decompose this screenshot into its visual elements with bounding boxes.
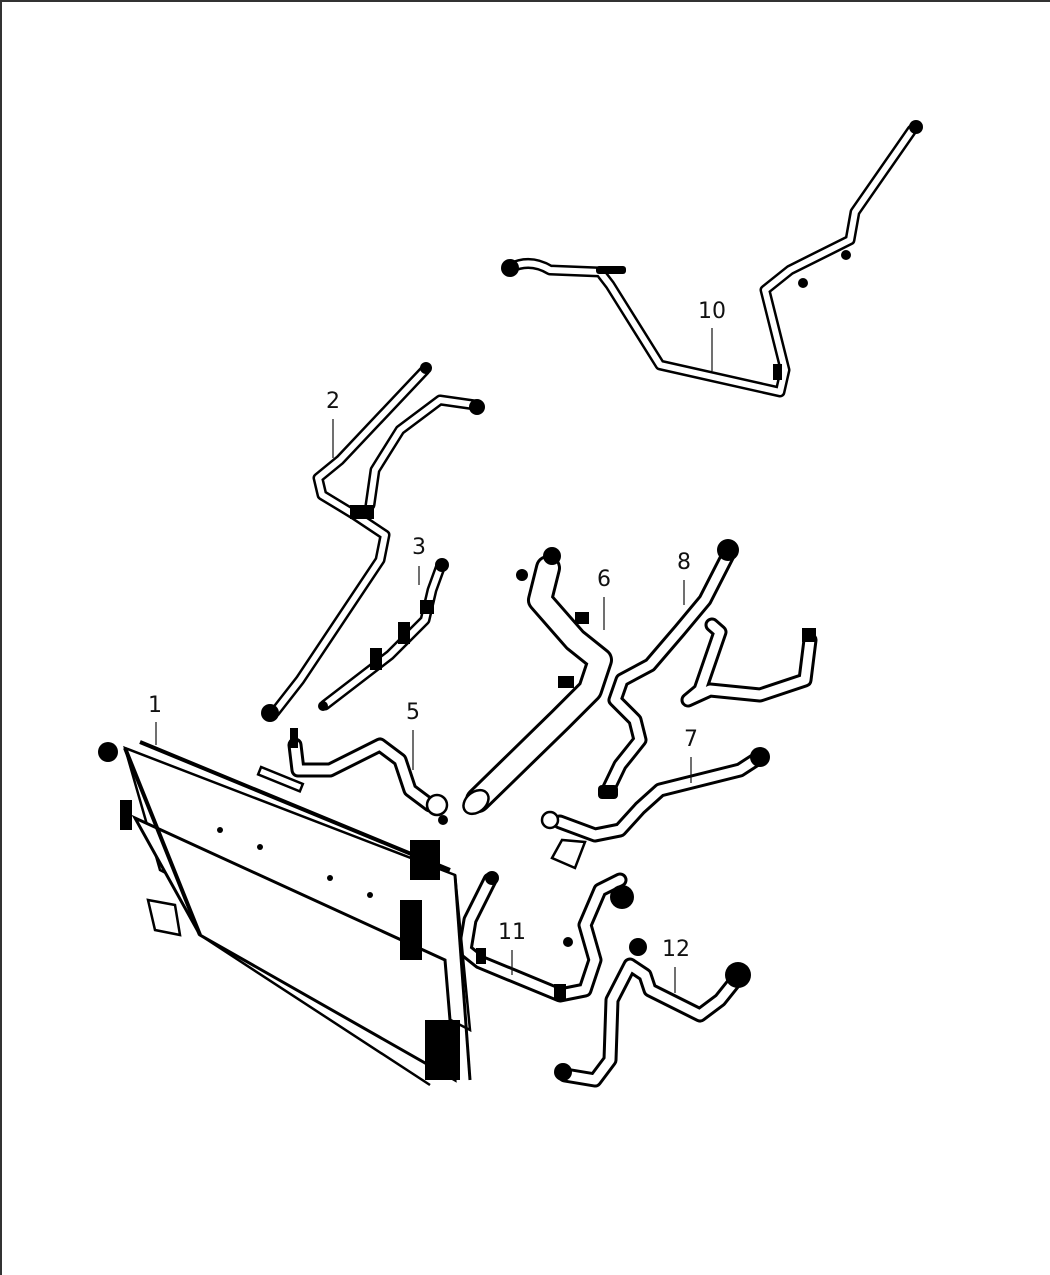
part-6-radiator-hose[interactable] (459, 547, 613, 819)
part-5-hose[interactable] (287, 728, 449, 825)
part-3-tube[interactable] (318, 558, 449, 711)
part-7-hose[interactable] (540, 747, 770, 870)
part-1-radiator[interactable] (98, 740, 472, 1087)
part-8-hose[interactable] (598, 539, 818, 799)
part-10-tube[interactable] (501, 120, 923, 398)
callout-6: 6 (597, 567, 611, 592)
callout-8: 8 (677, 550, 691, 575)
part-11-hose[interactable] (457, 871, 634, 1003)
part-12-hose[interactable] (554, 938, 751, 1088)
callout-10: 10 (698, 299, 726, 324)
callout-11: 11 (498, 920, 526, 945)
callout-7: 7 (684, 727, 698, 752)
callout-12: 12 (662, 937, 690, 962)
callout-1: 1 (148, 693, 162, 718)
callout-2: 2 (326, 389, 340, 414)
callout-3: 3 (412, 535, 426, 560)
callout-5: 5 (406, 700, 420, 725)
part-2-hose[interactable] (261, 362, 485, 722)
